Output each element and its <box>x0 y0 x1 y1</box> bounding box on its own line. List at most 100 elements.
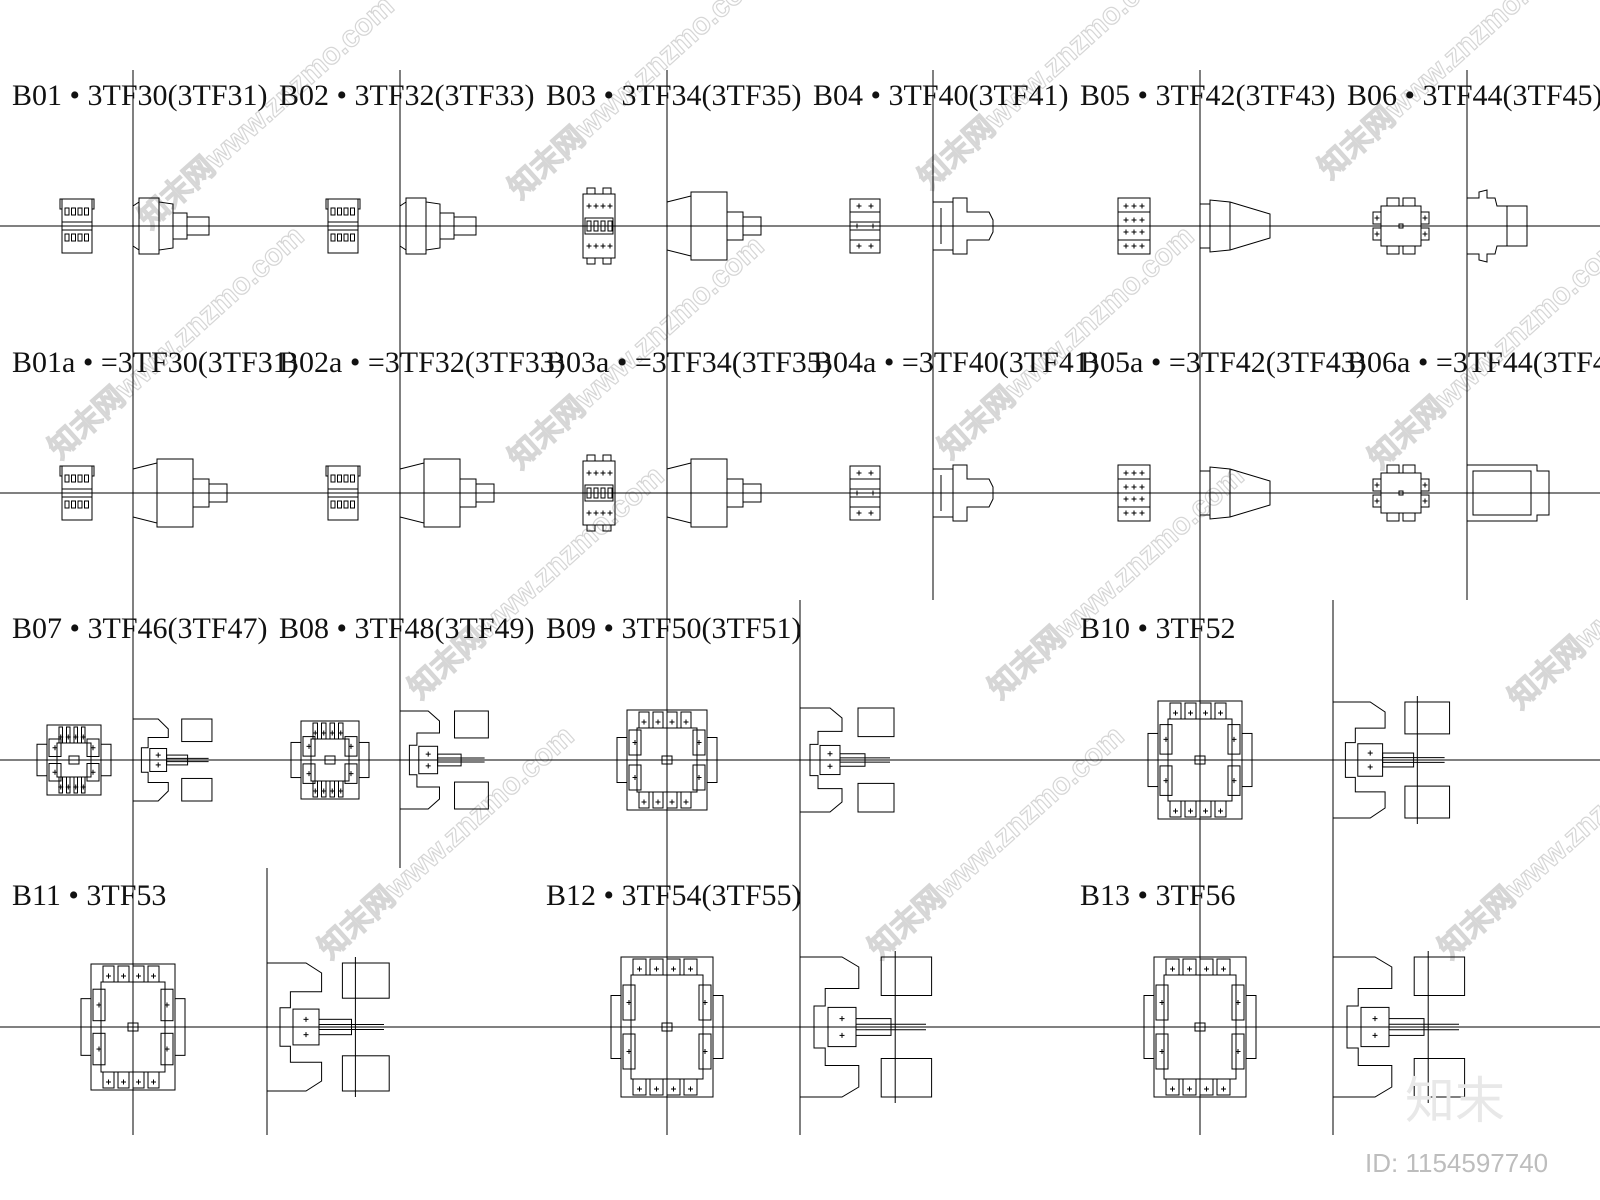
drawing-outline <box>343 474 349 483</box>
drawing-outline <box>1231 1033 1245 1070</box>
brand-watermark: 知末 <box>1405 1072 1505 1130</box>
label-b13: B13 • 3TF56 <box>1080 879 1236 912</box>
drawing-outline <box>77 474 83 483</box>
drawing-outline <box>698 1033 712 1070</box>
drawing-outline <box>1245 995 1257 1059</box>
drawing-outline <box>290 741 302 779</box>
drawing-outline <box>302 736 316 757</box>
drawing-outline <box>1241 732 1253 788</box>
drawing-outline <box>100 743 112 777</box>
drawing-outline <box>1231 984 1245 1021</box>
drawing-outline <box>181 777 213 802</box>
drawing-outline <box>1386 245 1400 255</box>
label-b07: B07 • 3TF46(3TF47) <box>12 612 268 645</box>
label-b01: B01 • 3TF30(3TF31) <box>12 79 268 112</box>
drawing-outline <box>266 962 323 1092</box>
label-b05a: B05a • =3TF42(3TF43) <box>1080 346 1366 379</box>
drawing-outline <box>350 500 355 509</box>
drawing-outline <box>1155 1033 1169 1070</box>
drawing-outline <box>1398 490 1404 496</box>
drawing-outline <box>132 965 145 983</box>
drawing-outline <box>652 791 664 809</box>
label-b09: B09 • 3TF50(3TF51) <box>546 612 802 645</box>
drawing-outline <box>666 711 678 729</box>
drawing-outline <box>330 474 336 483</box>
drawing-outline <box>706 737 718 783</box>
drawing-outline <box>454 710 489 739</box>
drawing-outline <box>616 737 628 783</box>
drawing-outline <box>84 233 89 242</box>
drawing-outline <box>84 207 89 216</box>
drawing-outline <box>350 474 355 483</box>
drawing-outline <box>160 988 174 1022</box>
drawing-outline <box>147 965 160 983</box>
drawing-outline <box>329 722 335 740</box>
watermark-text: 知末网www.znzmo.com <box>403 459 671 705</box>
drawing-outline <box>181 718 213 743</box>
label-b02a: B02a • =3TF32(3TF33) <box>279 346 565 379</box>
drawing-outline <box>341 962 390 999</box>
drawing-outline <box>1194 1022 1206 1032</box>
drawing-outline <box>327 198 359 254</box>
drawing-outline <box>1398 223 1404 229</box>
drawing-outline <box>1372 494 1382 508</box>
drawing-outline <box>358 741 370 779</box>
drawing-outline <box>59 198 63 210</box>
drawing-outline <box>338 780 344 798</box>
drawing-outline <box>857 782 895 813</box>
drawing-outline <box>357 198 361 210</box>
drawing-outline <box>350 233 355 242</box>
label-b10: B10 • 3TF52 <box>1080 612 1236 645</box>
drawing-outline <box>86 763 100 782</box>
drawing-outline <box>649 958 664 976</box>
drawing-outline <box>73 726 78 744</box>
drawing-outline <box>341 1055 390 1092</box>
drawing-outline <box>602 454 612 462</box>
drawing-outline <box>712 995 724 1059</box>
drawing-outline <box>582 193 616 259</box>
watermark-text: 知末网www.znzmo.com <box>863 719 1131 965</box>
drawing-outline <box>799 707 843 813</box>
drawing-outline <box>117 965 130 983</box>
drawing-outline <box>302 763 316 784</box>
drawing-outline <box>338 722 344 740</box>
drawing-outline <box>586 487 592 499</box>
drawing-outline <box>330 500 336 509</box>
drawing-outline <box>632 1078 647 1096</box>
drawing-outline <box>1380 205 1422 247</box>
drawing-outline <box>1199 702 1212 720</box>
label-b03a: B03a • =3TF34(3TF35) <box>546 346 832 379</box>
drawing-outline <box>86 738 100 757</box>
drawing-outline <box>1199 800 1212 818</box>
drawing-outline <box>1380 472 1422 514</box>
drawing-outline <box>166 754 189 766</box>
drawing-outline <box>1199 958 1214 976</box>
drawing-outline <box>132 458 194 528</box>
drawing-outline <box>344 763 358 784</box>
drawing-outline <box>1372 211 1382 225</box>
drawing-outline <box>71 474 76 483</box>
drawing-outline <box>602 257 612 265</box>
drawing-outline <box>71 233 76 242</box>
drawing-outline <box>880 1058 933 1098</box>
drawing-outline <box>1182 1078 1197 1096</box>
drawing-outline <box>66 726 71 744</box>
drawing-outline <box>1227 724 1241 755</box>
drawing-outline <box>698 984 712 1021</box>
drawing-outline <box>666 791 678 809</box>
drawing-outline <box>1386 512 1400 522</box>
drawing-outline <box>174 998 186 1056</box>
drawing-outline <box>1159 765 1173 796</box>
drawing-outline <box>350 207 355 216</box>
drawing-outline <box>81 726 86 744</box>
drawing-outline <box>666 458 728 528</box>
drawing-outline <box>59 465 63 477</box>
drawing-outline <box>337 233 342 242</box>
drawing-outline <box>1413 1058 1466 1098</box>
drawing-outline <box>64 207 70 216</box>
drawing-outline <box>622 1033 636 1070</box>
drawing-outline <box>321 722 327 740</box>
drawing-outline <box>1227 765 1241 796</box>
